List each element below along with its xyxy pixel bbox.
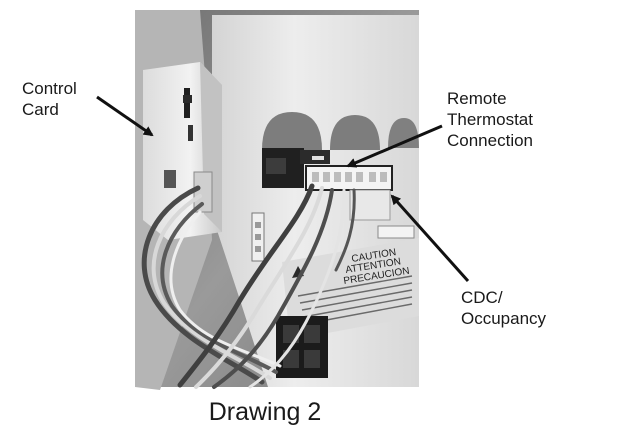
control-card-arrow xyxy=(96,95,154,137)
power-receptacle xyxy=(276,316,328,378)
thermostat-jack xyxy=(262,148,330,188)
panel-recess xyxy=(330,115,380,150)
panel-recess xyxy=(262,112,322,150)
remote-thermostat-label: Remote Thermostat Connection xyxy=(447,89,534,150)
cdc-occupancy-label: CDC/ Occupancy xyxy=(461,288,547,328)
figure-caption: Drawing 2 xyxy=(208,398,322,426)
cdc-occupancy-arrow xyxy=(390,194,470,282)
remote-thermostat-arrow xyxy=(346,124,443,168)
control-card-label: Control Card xyxy=(22,79,77,119)
wire-harness xyxy=(141,183,356,389)
side-connector xyxy=(251,212,265,262)
photo: CAUTION ATTENTION PRECAUCION xyxy=(135,10,419,390)
terminal-block xyxy=(305,165,393,221)
control-card xyxy=(143,62,222,240)
